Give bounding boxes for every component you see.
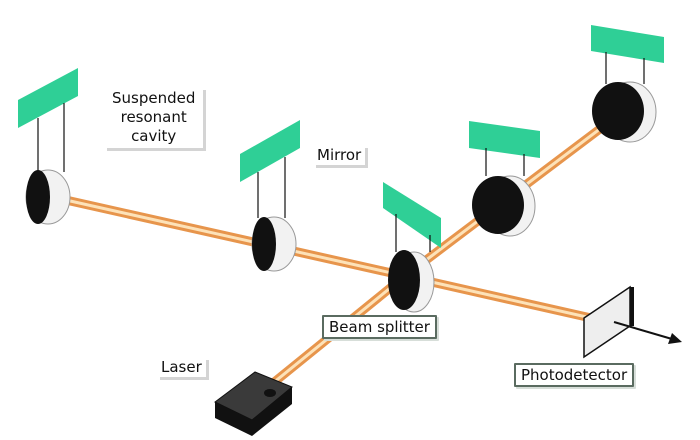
suspended-mirror-icon xyxy=(469,121,540,237)
label-cavity-line-1: Suspended xyxy=(112,89,196,107)
photodetector-icon xyxy=(583,285,634,359)
label-cavity-line-3: cavity xyxy=(131,127,177,145)
beam-splitter-mirror-icon xyxy=(383,182,441,313)
label-suspended-resonant-cavity: Suspended resonant cavity xyxy=(104,87,204,148)
suspended-mirror-icon xyxy=(240,120,300,272)
label-beam-splitter: Beam splitter xyxy=(322,315,437,339)
label-mirror: Mirror xyxy=(313,145,366,165)
laser-icon xyxy=(214,371,293,436)
label-photodetector: Photodetector xyxy=(514,363,635,387)
output-arrow-icon xyxy=(613,321,682,344)
label-laser: Laser xyxy=(157,357,206,377)
suspended-mirror-icon xyxy=(18,68,78,225)
label-cavity-line-2: resonant xyxy=(120,108,187,126)
suspended-mirror-icon xyxy=(591,25,664,143)
